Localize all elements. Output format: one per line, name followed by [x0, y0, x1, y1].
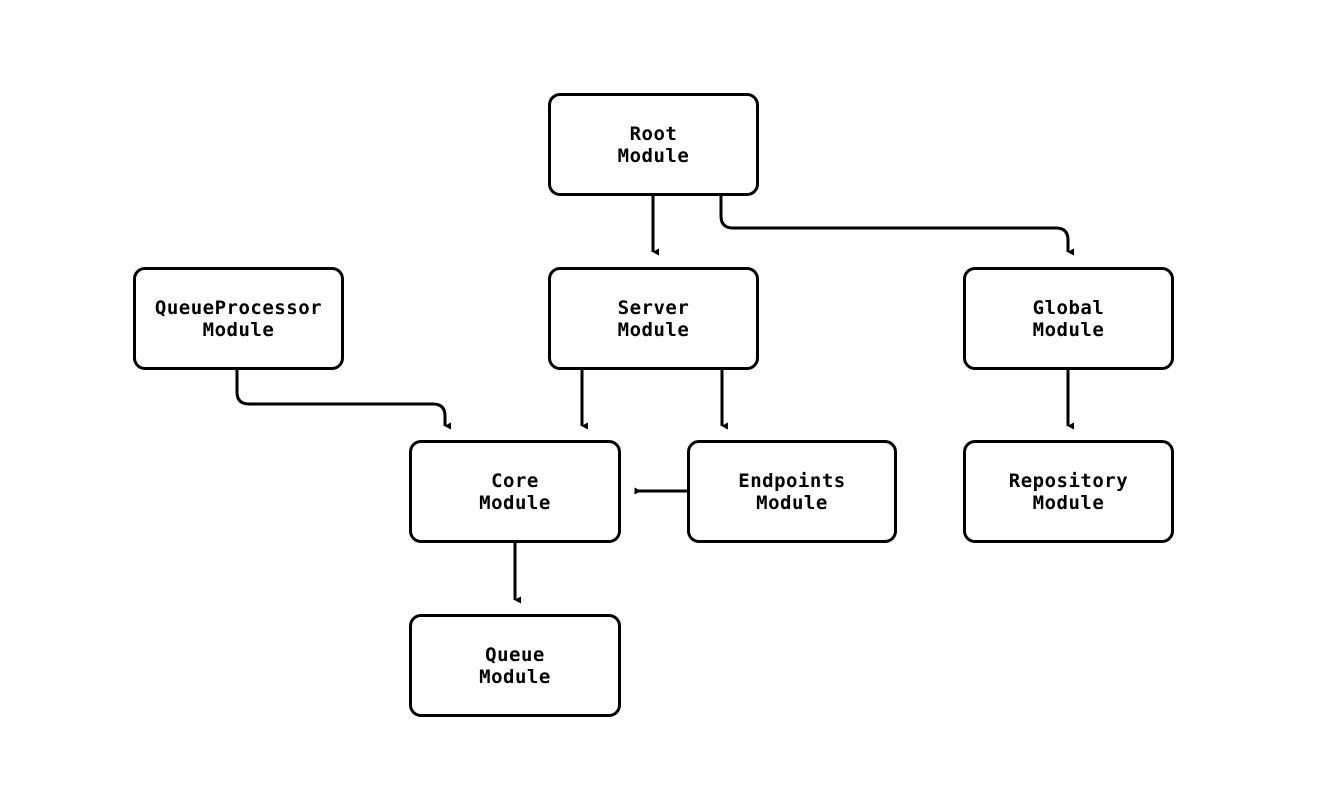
edge-root-global [719, 196, 1074, 256]
node-queueprocessor-name: QueueProcessor [154, 296, 323, 319]
edge-queueprocessor-core [235, 370, 451, 430]
node-server-suffix: Module [617, 318, 690, 341]
node-endpoints-name: Endpoints [738, 469, 846, 492]
node-global-name: Global [1032, 296, 1105, 319]
node-root-suffix: Module [617, 144, 690, 167]
node-core-suffix: Module [479, 491, 551, 514]
node-queueprocessor-suffix: Module [202, 318, 275, 341]
node-core-name: Core [491, 469, 539, 492]
edges-group [235, 196, 1074, 604]
node-repository-name: Repository [1008, 469, 1129, 492]
node-root-name: Root [629, 122, 678, 145]
node-queue-name: Queue [485, 643, 545, 666]
node-queue-suffix: Module [479, 665, 551, 688]
node-repository-suffix: Module [1032, 491, 1105, 514]
node-endpoints-suffix: Module [756, 491, 828, 514]
node-server-name: Server [617, 296, 690, 319]
node-global-suffix: Module [1032, 318, 1105, 341]
